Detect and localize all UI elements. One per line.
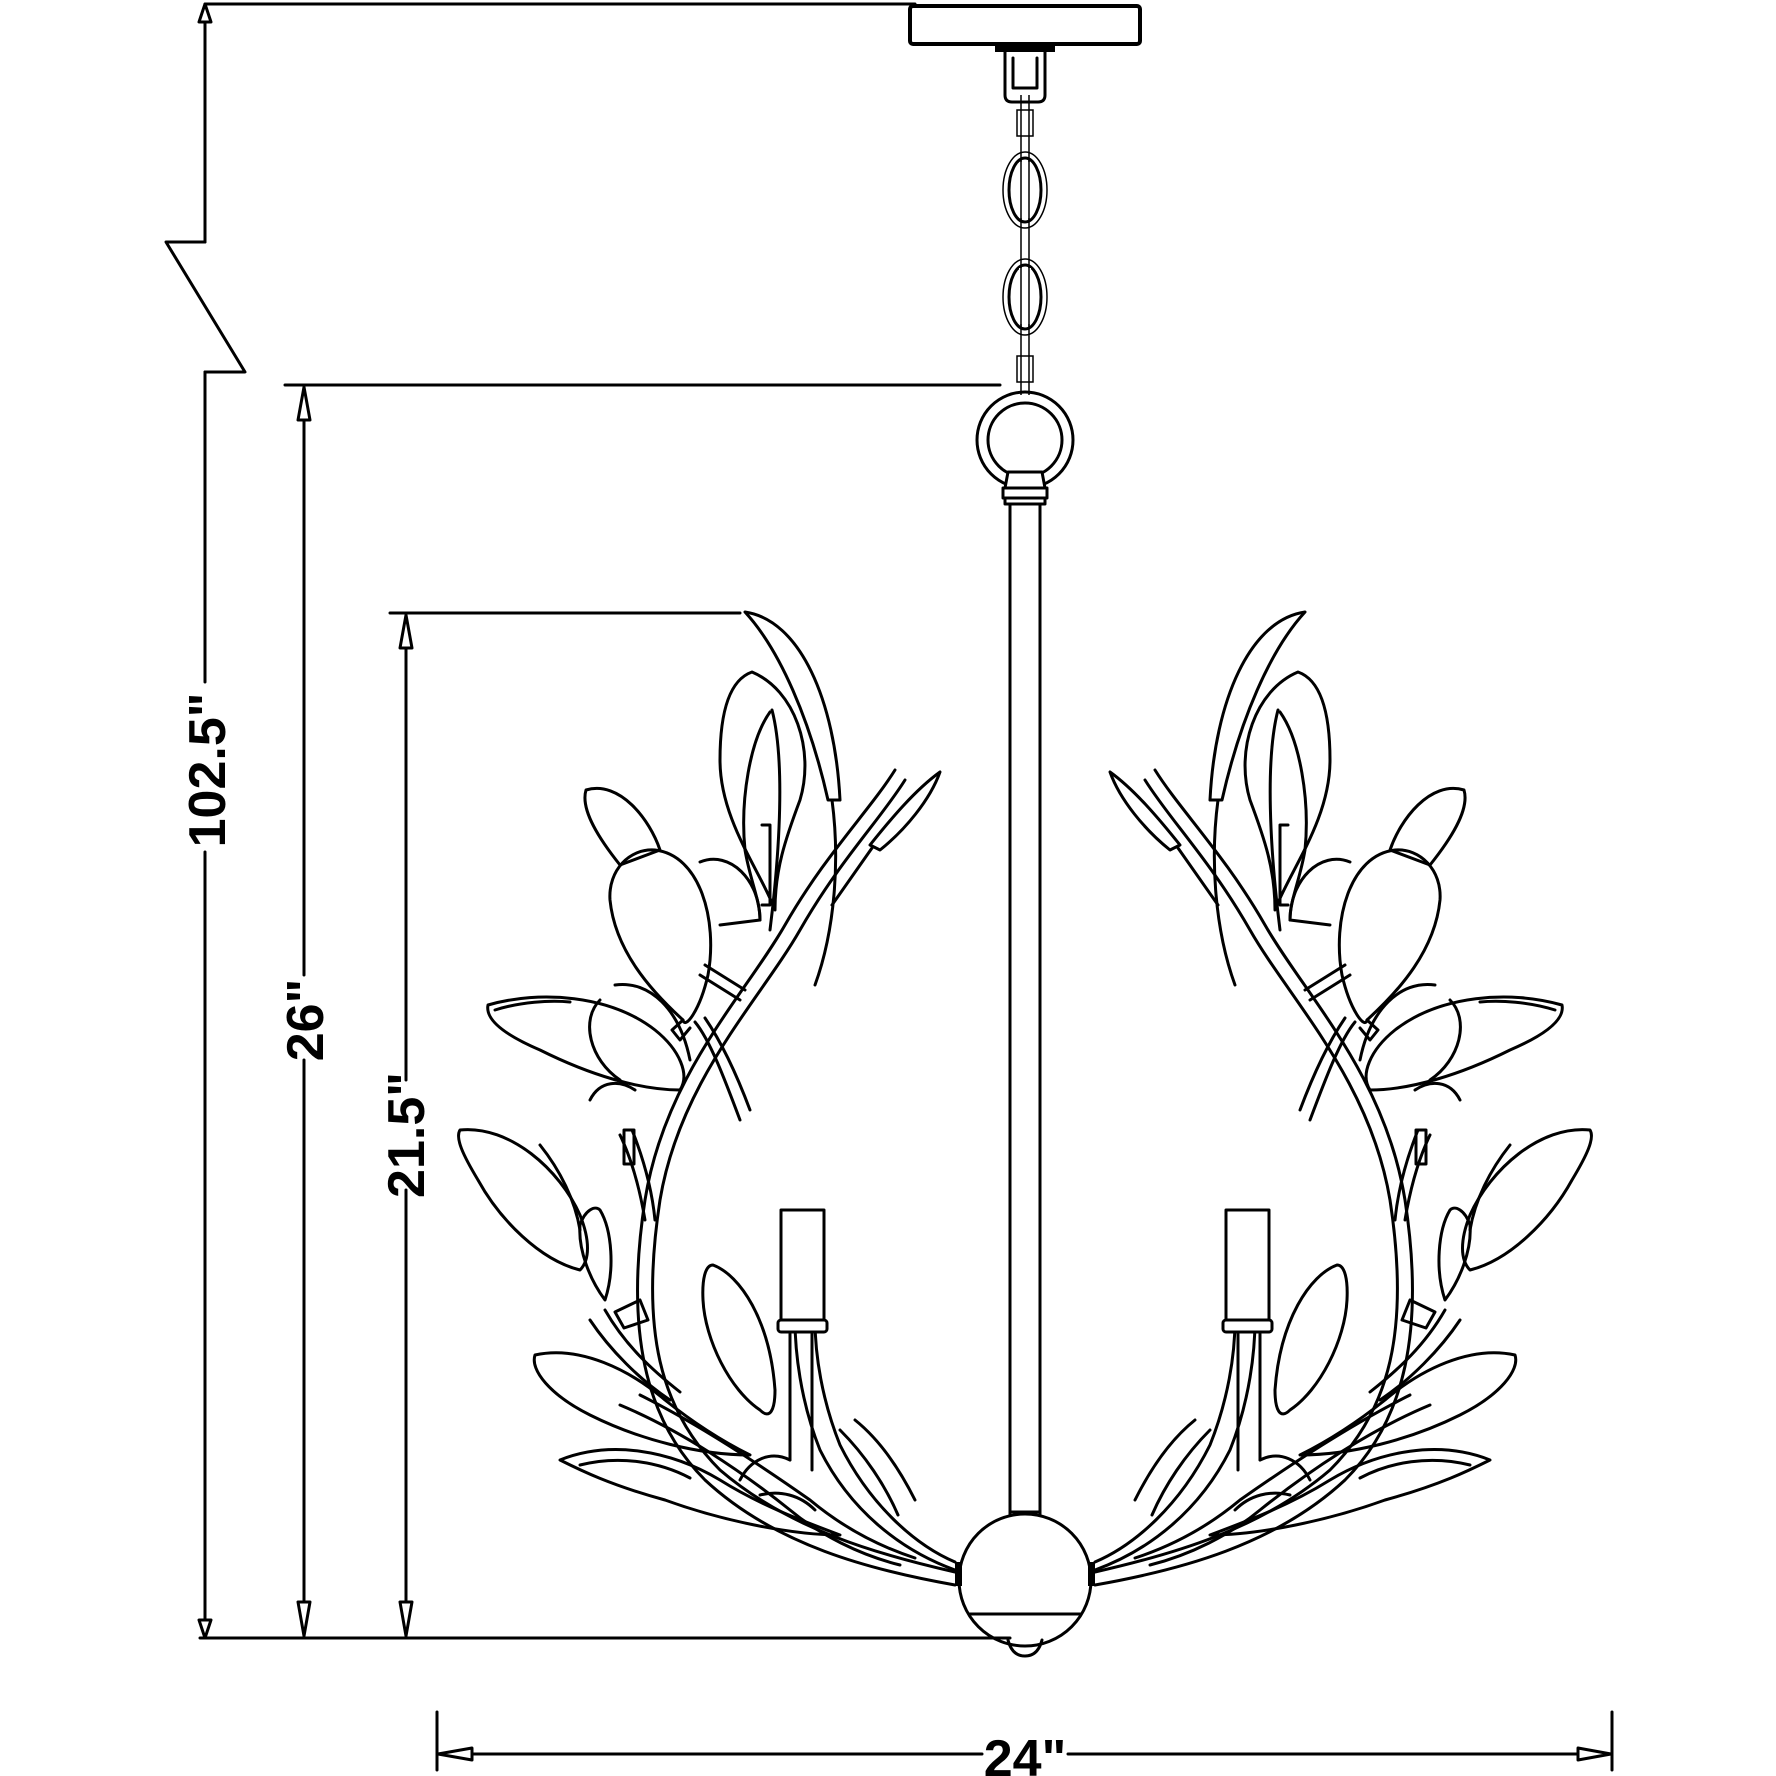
leaf-branch-arm-left bbox=[457, 610, 957, 1587]
dimension-label-width: 24" bbox=[984, 1730, 1067, 1776]
center-rod bbox=[1008, 502, 1042, 1517]
chain bbox=[1002, 95, 1048, 395]
dimension-label-overall-height: 102.5" bbox=[179, 693, 237, 848]
dimension-overall-height: 102.5" bbox=[164, 2, 1012, 1640]
loop-ring bbox=[975, 390, 1075, 506]
canopy bbox=[908, 4, 1142, 104]
center-ball bbox=[955, 1512, 1095, 1658]
dimension-width: 24" bbox=[435, 1710, 1614, 1776]
dimension-label-fixture-height: 26" bbox=[277, 979, 335, 1062]
candle-socket-left bbox=[776, 1208, 829, 1472]
dimension-fixture-height: 26" bbox=[277, 383, 1002, 1638]
dimension-label-body-height: 21.5" bbox=[378, 1072, 436, 1198]
dimension-body-height: 21.5" bbox=[378, 611, 742, 1638]
leaf-branch-arm-right bbox=[1093, 610, 1593, 1587]
